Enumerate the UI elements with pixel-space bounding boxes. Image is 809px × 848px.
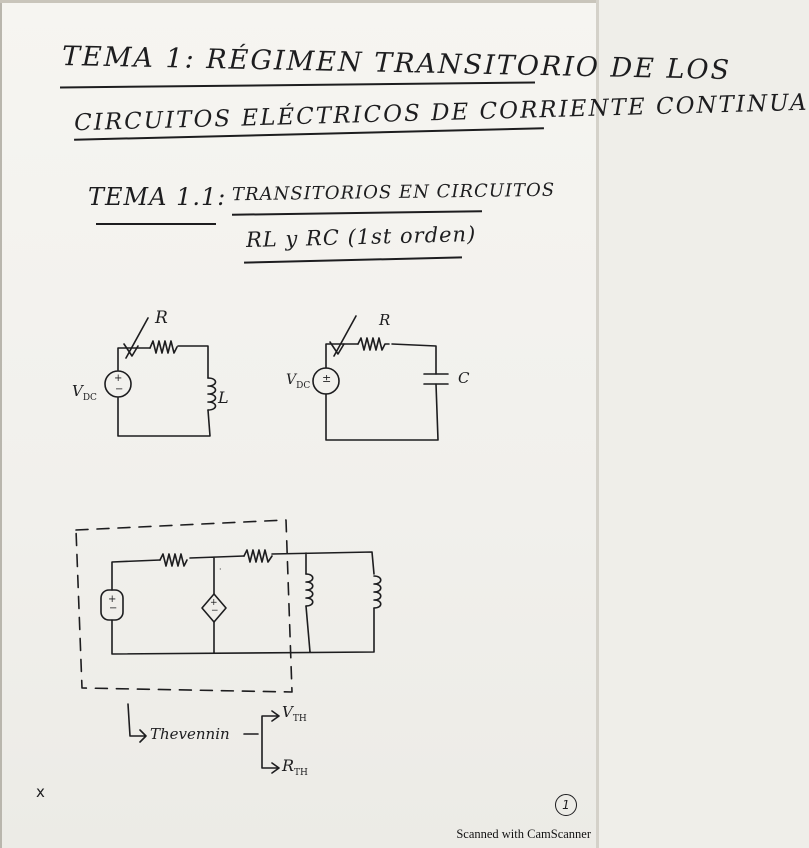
page-number: 1 [555, 794, 577, 816]
thevenin-circuit [75, 519, 382, 774]
thevenin-dep-source-minus: − [211, 606, 219, 616]
rl-source-plus: + [114, 373, 123, 384]
page-edge-left [0, 0, 2, 848]
rc-switch-symbol [329, 315, 357, 357]
rc-source-label: VDC [286, 372, 310, 391]
rl-source-letter: V [72, 382, 83, 400]
rc-resistor-label: R [379, 311, 391, 329]
corner-x-mark: x [36, 783, 45, 801]
rl-resistor-label: R [155, 308, 168, 328]
thevenin-inductor-2 [373, 575, 382, 609]
thevenin-source-minus: − [109, 603, 118, 614]
rl-circuit [104, 317, 217, 437]
rl-resistor-symbol [149, 340, 178, 354]
rc-capacitor-label: C [458, 369, 470, 387]
rc-capacitor-symbol [423, 373, 449, 385]
thevenin-voltage-letter: V [282, 703, 293, 721]
rl-source-symbol [104, 370, 132, 398]
rl-source-label: VDC [72, 382, 97, 403]
thevenin-resistor-1 [159, 553, 188, 567]
thevenin-dependent-source [201, 593, 227, 623]
rl-source-minus: − [115, 384, 124, 395]
thevenin-resistor-2 [243, 549, 273, 563]
subtitle-prefix-underline [96, 223, 216, 225]
rl-switch-symbol [123, 317, 149, 359]
rc-resistor-symbol [357, 337, 390, 351]
page-edge-top [0, 0, 599, 3]
circuit-drawings [75, 315, 449, 774]
dashed-boundary [75, 519, 293, 693]
thevenin-resistance-letter: R [282, 756, 295, 775]
thevenin-voltage-source [100, 589, 124, 621]
rl-inductor-symbol [207, 377, 217, 411]
page-edge-right [596, 0, 599, 848]
rc-wire [325, 343, 439, 441]
subtitle-prefix: TEMA 1.1: [88, 183, 227, 211]
thevenin-voltage-subscript: TH [292, 714, 307, 724]
rc-source-letter: V [286, 372, 297, 388]
thevenin-source-plus: + [108, 594, 117, 605]
thevenin-wire [111, 551, 375, 655]
rl-wire [117, 345, 211, 437]
scanner-watermark: Scanned with CamScanner [456, 827, 591, 841]
thevenin-voltage-label: VTH [282, 703, 307, 724]
rl-source-subscript: DC [82, 393, 97, 403]
thevenin-dep-source-plus: + [210, 598, 218, 608]
thevenin-node-dot: · [219, 565, 222, 574]
rl-inductor-label: L [218, 388, 229, 407]
rc-source-subscript: DC [296, 380, 311, 391]
rc-source-symbol-text: ± [322, 372, 332, 385]
thevenin-resistance-subscript: TH [294, 768, 308, 779]
thevenin-resistance-label: RTH [282, 756, 308, 778]
thevenin-inductor-1 [305, 573, 314, 607]
rc-circuit [312, 315, 449, 441]
rc-source-symbol [312, 367, 340, 395]
thevenin-label: Thevennin [150, 725, 230, 743]
thevenin-bracket [127, 703, 280, 774]
